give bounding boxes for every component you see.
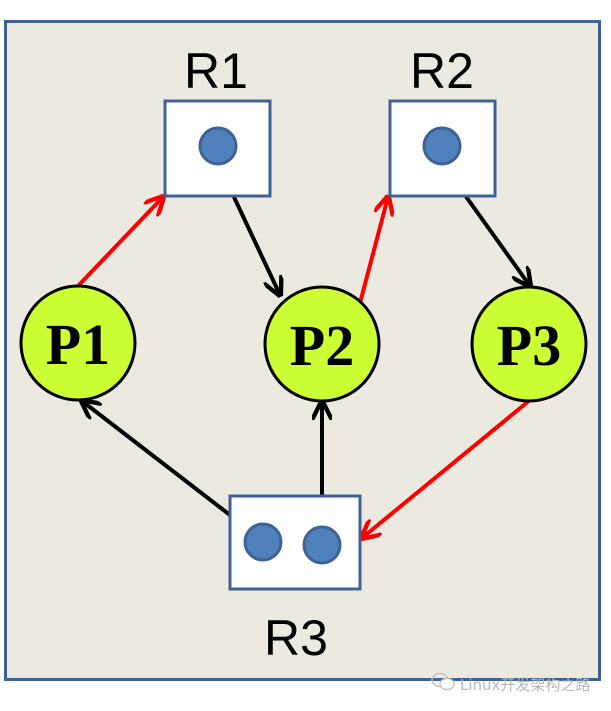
edge-P2-R2 <box>358 197 388 304</box>
resource-instance <box>243 522 283 562</box>
watermark: Linux开发架构之路 <box>430 672 590 696</box>
process-P2: P2 <box>263 285 381 403</box>
process-label-P1: P1 <box>46 312 110 377</box>
resource-R1: R1 <box>163 43 272 198</box>
resource-R2: R2 <box>388 43 497 198</box>
process-node-P3 <box>470 285 588 403</box>
watermark-text: Linux开发架构之路 <box>460 675 591 694</box>
resource-instance <box>198 126 238 166</box>
resource-label-R3: R3 <box>264 610 328 666</box>
wechat-icon <box>430 672 456 696</box>
process-label-P2: P2 <box>290 313 354 378</box>
resource-instance <box>422 126 462 166</box>
process-label-P3: P3 <box>497 313 561 378</box>
resource-R3: R3 <box>228 494 362 666</box>
resource-label-R1: R1 <box>184 43 248 99</box>
edge-P3-R3 <box>362 398 532 538</box>
edge-P1-R1 <box>76 197 163 288</box>
process-P3: P3 <box>470 285 588 403</box>
process-node-P2 <box>263 285 381 403</box>
process-P1: P1 <box>19 284 137 402</box>
process-node-P1 <box>19 284 137 402</box>
resource-instance <box>302 525 342 565</box>
resource-label-R2: R2 <box>410 43 474 99</box>
edge-R3-P1 <box>82 401 254 534</box>
